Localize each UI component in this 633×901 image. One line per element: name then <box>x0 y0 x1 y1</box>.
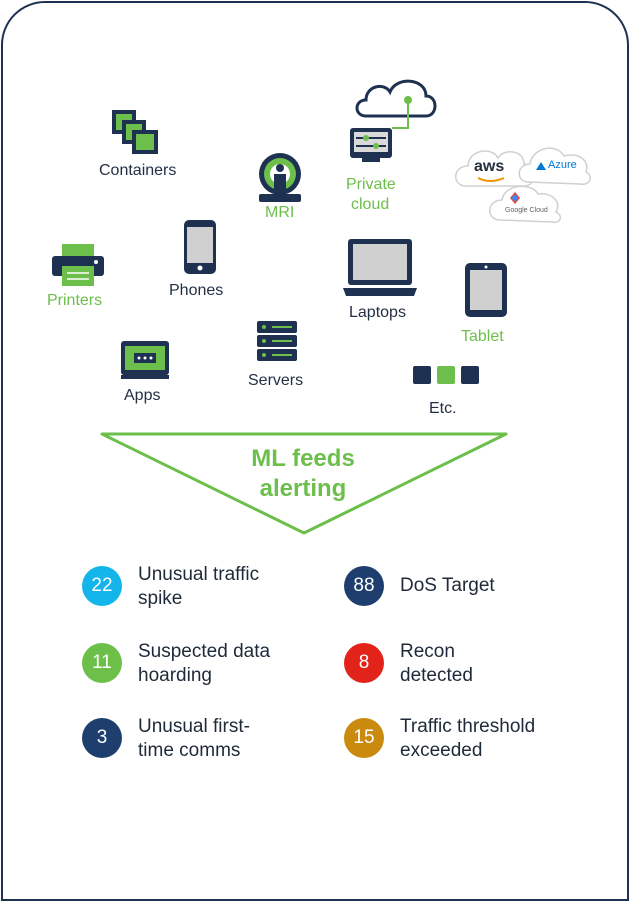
servers-label: Servers <box>248 372 304 389</box>
alert-count-badge: 11 <box>82 643 122 683</box>
alert-count-badge: 22 <box>82 566 122 606</box>
apps-label: Apps <box>124 387 161 404</box>
alert-count-badge: 3 <box>82 718 122 758</box>
funnel-line2: alerting <box>259 475 347 502</box>
aws-logo-text: aws <box>474 158 505 175</box>
alert-text: Suspected data hoarding <box>138 641 271 686</box>
google-cloud-logo-text: Google Cloud <box>505 207 548 214</box>
printers-label: Printers <box>47 292 103 309</box>
private-cloud-label-line2: cloud <box>351 196 390 213</box>
alert-count-badge: 88 <box>344 566 384 606</box>
alert-item: 3 Unusual first- time comms <box>82 716 322 778</box>
alert-item: 8 Recon detected <box>344 641 584 703</box>
alert-item: 15 Traffic threshold exceeded <box>344 716 604 778</box>
private-cloud-icon <box>350 79 437 162</box>
laptop-icon <box>343 239 417 296</box>
alert-text: DoS Target <box>400 575 495 596</box>
printer-icon <box>52 244 104 286</box>
azure-logo-text: Azure <box>548 159 577 171</box>
phone-icon <box>184 220 216 274</box>
ml-funnel-triangle <box>100 432 508 535</box>
containers-label: Containers <box>99 162 177 179</box>
etc-label: Etc. <box>429 400 457 417</box>
alert-item: 22 Unusual traffic spike <box>82 564 322 626</box>
server-icon <box>257 321 297 361</box>
alert-text: Unusual traffic spike <box>138 564 260 609</box>
public-cloud-logos-icon <box>455 147 591 224</box>
alert-count-badge: 8 <box>344 643 384 683</box>
containers-icon <box>112 110 158 154</box>
alert-count-badge: 15 <box>344 718 384 758</box>
alert-text: Unusual first- time comms <box>138 716 250 761</box>
mri-icon <box>259 153 301 202</box>
tablet-icon <box>465 263 507 317</box>
funnel-line1: ML feeds <box>251 445 355 472</box>
laptops-label: Laptops <box>349 304 406 321</box>
alert-item: 11 Suspected data hoarding <box>82 641 322 703</box>
mri-label: MRI <box>265 204 295 221</box>
tablet-label: Tablet <box>461 328 504 345</box>
ml-feeds-alerting-title: ML feeds alerting <box>200 444 406 504</box>
etc-icon <box>413 366 479 384</box>
apps-icon <box>121 341 169 379</box>
private-cloud-label-line1: Private <box>346 176 396 193</box>
phones-label: Phones <box>169 282 224 299</box>
alert-text: Traffic threshold exceeded <box>400 716 536 761</box>
alert-item: 88 DoS Target <box>344 566 584 626</box>
alert-text: Recon detected <box>400 641 473 686</box>
